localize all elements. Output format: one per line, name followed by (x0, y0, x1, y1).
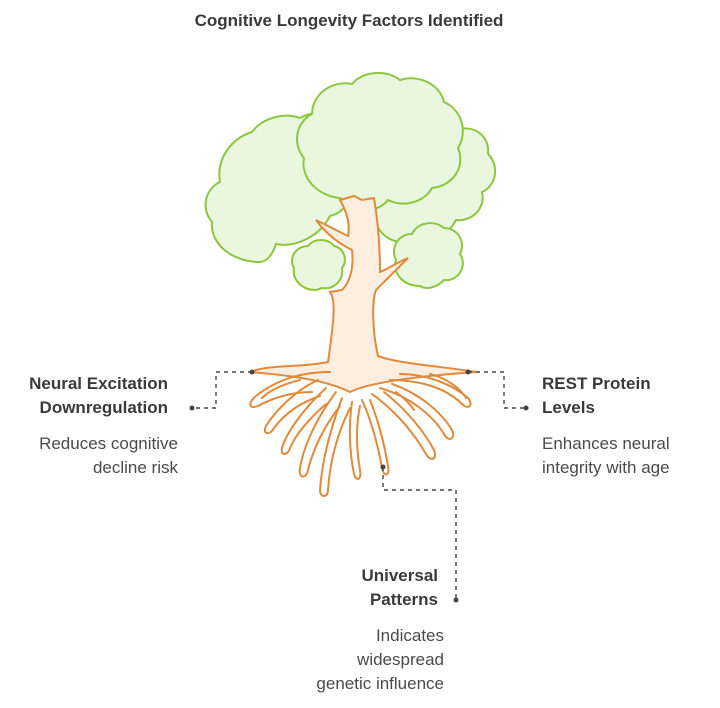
factor-neural-label: Neural Excitation Downregulation (0, 372, 168, 420)
connector-rest (468, 371, 526, 409)
factor-neural-label-line: Neural Excitation (29, 374, 168, 393)
factor-universal-desc-line: genetic influence (316, 674, 444, 693)
canopy-cluster-small-right (393, 222, 464, 289)
factor-universal-label-line: Patterns (369, 590, 438, 609)
factor-neural-description: Reduces cognitive decline risk (0, 432, 178, 480)
canopy-cluster-top (296, 72, 464, 211)
factor-rest-desc-line: integrity with age (542, 458, 670, 477)
tree-roots (249, 371, 472, 497)
factor-rest-label-line: REST Protein (542, 374, 651, 393)
factor-neural-label-line: Downregulation (39, 398, 168, 417)
factor-universal-label: Universal Patterns (300, 564, 438, 612)
connector-neural (192, 371, 252, 409)
tree-trunk (249, 194, 477, 394)
connectors (192, 371, 526, 600)
tree-canopy (204, 72, 497, 292)
factor-universal-label-line: Universal (361, 566, 438, 585)
factor-universal-description: Indicates widespread genetic influence (270, 624, 444, 696)
factor-rest-desc-line: Enhances neural (542, 434, 670, 453)
connector-dots (189, 369, 529, 603)
factor-neural-desc-line: decline risk (92, 458, 178, 477)
canopy-cluster-small-left (290, 239, 346, 292)
diagram-title: Cognitive Longevity Factors Identified (194, 11, 504, 30)
factor-rest-description: Enhances neural integrity with age (542, 432, 712, 480)
factor-universal-desc-line: Indicates (375, 626, 444, 645)
factor-universal-desc-line: widespread (357, 650, 444, 669)
factor-rest-label: REST Protein Levels (542, 372, 712, 420)
connector-universal (382, 467, 457, 600)
factor-neural-desc-line: Reduces cognitive (39, 434, 178, 453)
factor-rest-label-line: Levels (542, 398, 595, 417)
